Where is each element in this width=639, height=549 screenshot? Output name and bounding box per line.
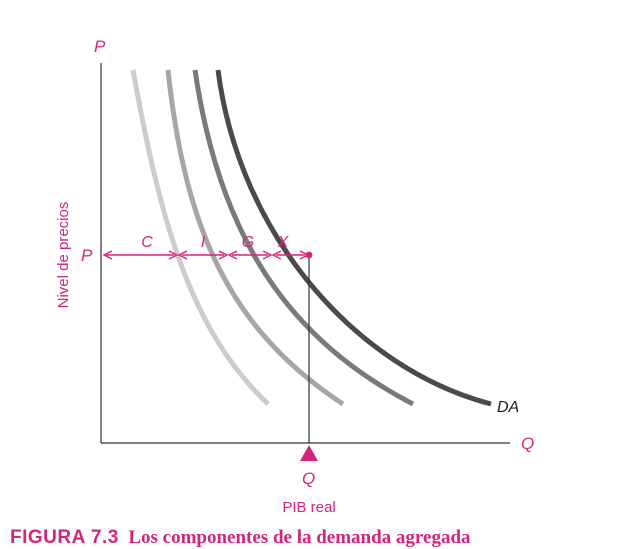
component-label-i: I (201, 234, 206, 251)
equilibrium-point (305, 251, 313, 259)
demand-curves (130, 69, 492, 407)
y-axis-label: P (94, 37, 106, 56)
curve-aggregate-demand (215, 69, 492, 407)
curve-consumption-investment (165, 69, 345, 407)
y-axis-title: Nivel de precios (55, 202, 72, 309)
figure-caption: FIGURA 7.3 Los componentes de la demanda… (10, 527, 471, 549)
da-curve-label: DA (497, 399, 519, 416)
figure-caption-text: Los componentes de la demanda agregada (128, 527, 471, 548)
arrow-g-head-right (262, 250, 273, 260)
component-label-c: C (141, 234, 153, 251)
q-marker-triangle (300, 445, 318, 461)
arrow-c-head-left (102, 250, 113, 260)
arrow-i-head-right (218, 250, 229, 260)
component-label-x: X (277, 234, 290, 251)
figure-number: FIGURA 7.3 (10, 527, 119, 548)
component-label-g: G (242, 234, 254, 251)
q-level-label: Q (302, 469, 315, 488)
x-axis-label: Q (521, 434, 534, 453)
arrow-c-head-right (168, 250, 179, 260)
curve-consumption-investment-government (192, 69, 415, 407)
arrow-g-head-left (227, 250, 238, 260)
curve-consumption (130, 69, 270, 406)
x-axis-title: PIB real (282, 499, 335, 516)
p-level-label: P (81, 246, 93, 265)
arrow-i-head-left (177, 250, 188, 260)
component-arrows (102, 250, 310, 260)
arrow-x-head-left (271, 250, 282, 260)
